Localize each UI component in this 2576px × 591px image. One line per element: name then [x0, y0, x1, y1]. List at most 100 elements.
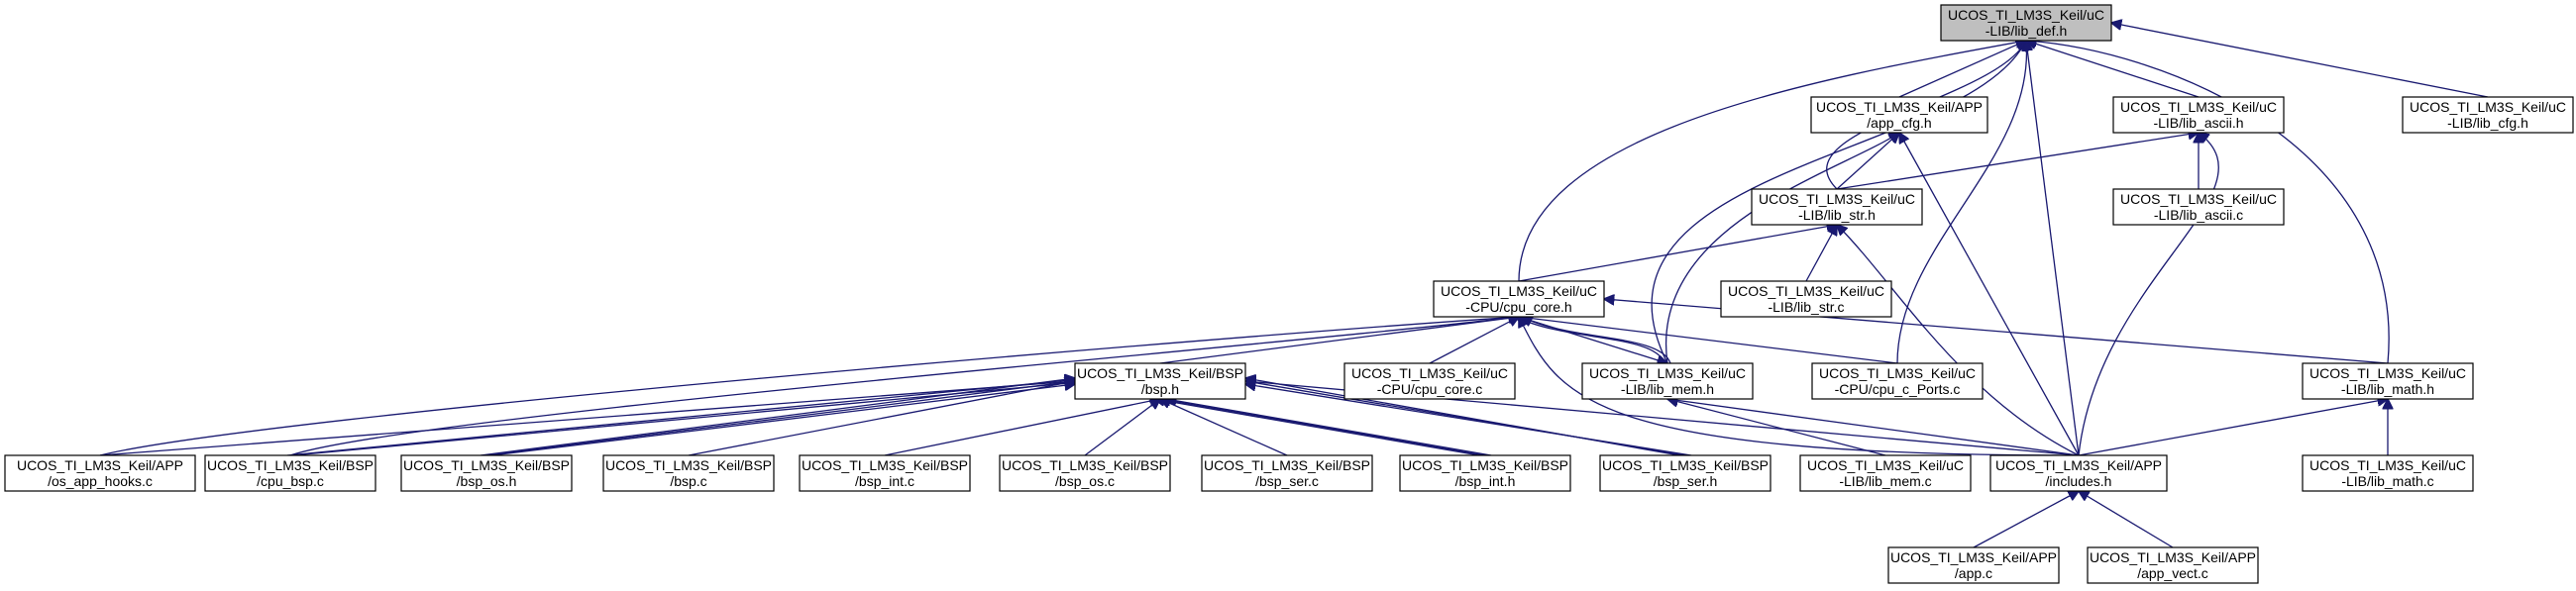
- edge-group: [1667, 399, 1886, 456]
- node-box[interactable]: [602, 454, 775, 492]
- edge-group: [1664, 133, 1899, 364]
- edge-bsp_int_h-to-bsp_h: [1166, 399, 1492, 456]
- node-includes-h[interactable]: UCOS_TI_LM3S_Keil/APP/includes.h: [1989, 454, 2168, 492]
- node-box[interactable]: [2087, 546, 2259, 584]
- node-box[interactable]: [400, 454, 573, 492]
- edge-cpu_core_h-to-lib_str_h: [1518, 225, 1837, 282]
- node-lib-cfg-h[interactable]: UCOS_TI_LM3S_Keil/uC-LIB/lib_cfg.h: [2402, 96, 2574, 134]
- node-lib-str-h[interactable]: UCOS_TI_LM3S_Keil/uC-LIB/lib_str.h: [1751, 188, 1923, 226]
- node-label-line: UCOS_TI_LM3S_Keil/uC: [1589, 365, 1746, 381]
- node-label-line: -LIB/lib_ascii.c: [2154, 207, 2243, 223]
- node-lib-math-c[interactable]: UCOS_TI_LM3S_Keil/uC-LIB/lib_math.c: [2302, 454, 2474, 492]
- node-cpu-core-h[interactable]: UCOS_TI_LM3S_Keil/uC-CPU/cpu_core.h: [1433, 280, 1605, 318]
- node-box[interactable]: [1074, 362, 1246, 400]
- edge-group: [1084, 399, 1160, 456]
- node-box[interactable]: [1751, 188, 1923, 226]
- node-label-line: /includes.h: [2046, 473, 2112, 489]
- node-label-line: UCOS_TI_LM3S_Keil/uC: [2120, 99, 2277, 115]
- node-bsp-os-c[interactable]: UCOS_TI_LM3S_Keil/BSP/bsp_os.c: [999, 454, 1171, 492]
- node-bsp-ser-c[interactable]: UCOS_TI_LM3S_Keil/BSP/bsp_ser.c: [1201, 454, 1373, 492]
- node-box[interactable]: [2112, 96, 2285, 134]
- node-bsp-os-h[interactable]: UCOS_TI_LM3S_Keil/BSP/bsp_os.h: [400, 454, 573, 492]
- node-box[interactable]: [799, 454, 971, 492]
- node-label-line: UCOS_TI_LM3S_Keil/BSP: [1402, 457, 1568, 473]
- edge-bsp_int_h-to-bsp_h: [1154, 399, 1480, 456]
- edge-group: [1896, 41, 2027, 364]
- node-app-c[interactable]: UCOS_TI_LM3S_Keil/APP/app.c: [1887, 546, 2060, 584]
- node-label-line: /bsp.h: [1141, 381, 1179, 397]
- edge-group: [99, 317, 1519, 456]
- node-box[interactable]: [999, 454, 1171, 492]
- edge-bsp_int_h-to-bsp_h: [1160, 399, 1486, 456]
- node-os-app-hooks-c[interactable]: UCOS_TI_LM3S_Keil/APP/os_app_hooks.c: [4, 454, 196, 492]
- edge-os_app_hooks_c-to-cpu_core_h: [99, 317, 1519, 456]
- node-box[interactable]: [1581, 362, 1754, 400]
- node-lib-ascii-c[interactable]: UCOS_TI_LM3S_Keil/uC-LIB/lib_ascii.c: [2112, 188, 2285, 226]
- node-box[interactable]: [1399, 454, 1571, 492]
- edge-group: [1160, 399, 1288, 456]
- edge-group: [884, 399, 1160, 456]
- node-box[interactable]: [1887, 546, 2060, 584]
- edge-cpu_bsp_c-to-bsp_h: [286, 380, 1075, 456]
- edge-bsp_os_h-to-bsp_h: [480, 378, 1075, 456]
- node-box[interactable]: [2302, 454, 2474, 492]
- edge-group: [1154, 399, 1480, 456]
- node-box[interactable]: [204, 454, 376, 492]
- edge-group: [2026, 41, 2200, 98]
- node-bsp-int-c[interactable]: UCOS_TI_LM3S_Keil/BSP/bsp_int.c: [799, 454, 971, 492]
- node-lib-mem-h[interactable]: UCOS_TI_LM3S_Keil/uC-LIB/lib_mem.h: [1581, 362, 1754, 400]
- node-box[interactable]: [1811, 362, 1984, 400]
- node-box[interactable]: [1343, 362, 1516, 400]
- edge-app_vect_c-to-includes_h: [2079, 491, 2174, 548]
- node-box[interactable]: [1599, 454, 1771, 492]
- node-label-line: /bsp_os.h: [457, 473, 517, 489]
- edge-lib_str_c-to-lib_str_h: [1805, 225, 1837, 282]
- node-bsp-c[interactable]: UCOS_TI_LM3S_Keil/BSP/bsp.c: [602, 454, 775, 492]
- node-box[interactable]: [2302, 362, 2474, 400]
- node-label-line: UCOS_TI_LM3S_Keil/BSP: [605, 457, 772, 473]
- edge-bsp_os_c-to-bsp_h: [1084, 399, 1160, 456]
- node-box[interactable]: [1433, 280, 1605, 318]
- node-label-line: /app_vect.c: [2137, 565, 2208, 581]
- node-box[interactable]: [2112, 188, 2285, 226]
- node-bsp-int-h[interactable]: UCOS_TI_LM3S_Keil/BSP/bsp_int.h: [1399, 454, 1571, 492]
- node-box[interactable]: [1720, 280, 1892, 318]
- node-label-line: -LIB/lib_math.c: [2341, 473, 2433, 489]
- edge-cpu_core_h-to-lib_def_h: [1518, 41, 2026, 282]
- node-label-line: -LIB/lib_math.h: [2341, 381, 2434, 397]
- node-lib-def-h[interactable]: UCOS_TI_LM3S_Keil/uC-LIB/lib_def.h: [1940, 4, 2112, 42]
- edge-lib_mem_h-to-cpu_core_h: [1516, 317, 1665, 364]
- node-box[interactable]: [1799, 454, 1972, 492]
- node-lib-mem-c[interactable]: UCOS_TI_LM3S_Keil/uC-LIB/lib_mem.c: [1799, 454, 1972, 492]
- node-lib-math-h[interactable]: UCOS_TI_LM3S_Keil/uC-LIB/lib_math.h: [2302, 362, 2474, 400]
- node-lib-str-c[interactable]: UCOS_TI_LM3S_Keil/uC-LIB/lib_str.c: [1720, 280, 1892, 318]
- node-box[interactable]: [1989, 454, 2168, 492]
- node-lib-ascii-h[interactable]: UCOS_TI_LM3S_Keil/uC-LIB/lib_ascii.h: [2112, 96, 2285, 134]
- node-label-line: UCOS_TI_LM3S_Keil/APP: [17, 457, 183, 473]
- edge-lib_str_h-to-lib_ascii_h: [1836, 133, 2199, 190]
- node-box[interactable]: [1201, 454, 1373, 492]
- node-app-cfg-h[interactable]: UCOS_TI_LM3S_Keil/APP/app_cfg.h: [1810, 96, 1988, 134]
- node-label-line: UCOS_TI_LM3S_Keil/BSP: [1077, 365, 1243, 381]
- node-label-line: /app_cfg.h: [1867, 115, 1931, 131]
- node-box[interactable]: [1810, 96, 1988, 134]
- node-bsp-h[interactable]: UCOS_TI_LM3S_Keil/BSP/bsp.h: [1074, 362, 1246, 400]
- node-cpu-bsp-c[interactable]: UCOS_TI_LM3S_Keil/BSP/cpu_bsp.c: [204, 454, 376, 492]
- edge-includes_h-to-lib_mem_h: [1667, 399, 2080, 456]
- edge-group: [1805, 225, 1837, 282]
- node-box[interactable]: [4, 454, 196, 492]
- node-box[interactable]: [1940, 4, 2112, 42]
- node-label-line: /app.c: [1955, 565, 1992, 581]
- edge-bsp_c-to-bsp_h: [688, 381, 1075, 456]
- edge-includes_h-to-lib_ascii_h: [2078, 133, 2219, 456]
- node-cpu-c-ports-c[interactable]: UCOS_TI_LM3S_Keil/uC-CPU/cpu_c_Ports.c: [1811, 362, 1984, 400]
- node-box[interactable]: [2402, 96, 2574, 134]
- node-label-line: UCOS_TI_LM3S_Keil/uC: [1728, 283, 1884, 299]
- edge-bsp_h-to-cpu_core_h: [1159, 317, 1519, 364]
- node-app-vect-c[interactable]: UCOS_TI_LM3S_Keil/APP/app_vect.c: [2087, 546, 2259, 584]
- edge-group: [491, 384, 1075, 456]
- node-bsp-ser-h[interactable]: UCOS_TI_LM3S_Keil/BSP/bsp_ser.h: [1599, 454, 1771, 492]
- node-label-line: /bsp_ser.c: [1255, 473, 1319, 489]
- node-cpu-core-c[interactable]: UCOS_TI_LM3S_Keil/uC-CPU/cpu_core.c: [1343, 362, 1516, 400]
